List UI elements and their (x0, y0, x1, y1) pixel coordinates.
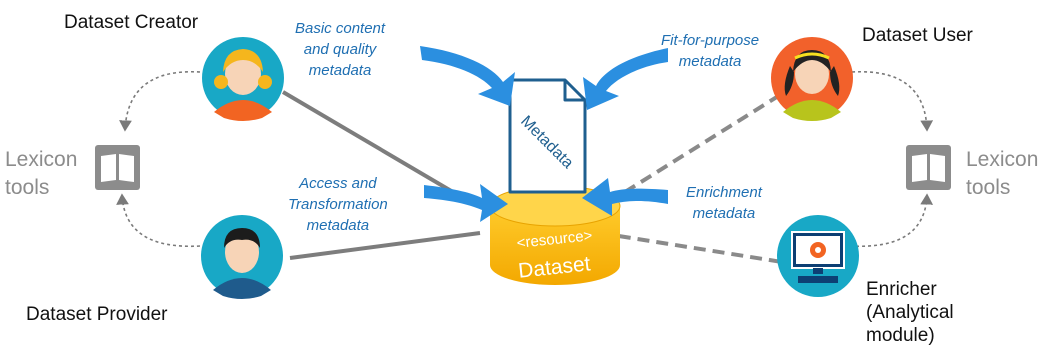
lexicon-link-provider-left (116, 193, 201, 248)
access-metadata-label: Access and Transformation metadata (288, 173, 388, 236)
lexicon-right-line1: Lexicon (966, 148, 1039, 171)
lexicon-tools-left-label: Lexicon tools (5, 146, 77, 202)
lexicon-link-creator-left (119, 70, 201, 132)
enricher-computer-icon (777, 215, 859, 297)
basic-metadata-line1: Basic content (295, 20, 386, 37)
enricher-label-line1: Enricher (866, 279, 937, 300)
user-connector (623, 93, 782, 194)
provider-avatar (201, 215, 283, 299)
lexicon-book-icon (95, 145, 140, 190)
enrichment-metadata-label: Enrichment metadata (686, 182, 762, 224)
access-metadata-line1: Access and (299, 175, 377, 192)
basic-metadata-line2: and quality (303, 41, 377, 58)
arrow-enrichment-metadata (582, 178, 668, 216)
metadata-document-icon (508, 78, 587, 194)
enricher-label-line3: module) (866, 325, 935, 346)
arrow-fit-metadata (583, 48, 668, 110)
connector-lines (281, 90, 783, 264)
access-metadata-line3: metadata (306, 217, 370, 234)
arrow-basic-metadata (420, 46, 515, 106)
enricher-connector (599, 231, 783, 264)
fit-metadata-line2: metadata (678, 53, 742, 70)
lexicon-left-line2: tools (5, 176, 50, 199)
enricher-label: Enricher (Analytical module) (866, 278, 954, 347)
lexicon-right-line2: tools (966, 176, 1011, 199)
creator-connector (281, 90, 472, 204)
user-avatar (771, 37, 853, 121)
fit-metadata-line1: Fit-for-purpose (661, 32, 760, 49)
dataset-creator-label: Dataset Creator (64, 12, 199, 33)
provider-connector (289, 231, 481, 260)
lexicon-link-enricher-right (849, 193, 934, 248)
enricher-label-line2: (Analytical (866, 302, 954, 323)
lexicon-links (116, 70, 934, 248)
metadata-arrows (420, 46, 668, 222)
access-metadata-line2: Transformation (288, 196, 388, 213)
dataset-user-label: Dataset User (862, 25, 973, 46)
fit-metadata-label: Fit-for-purpose metadata (661, 30, 759, 72)
basic-metadata-line3: metadata (308, 62, 372, 79)
enrichment-metadata-line1: Enrichment (686, 184, 762, 201)
arrow-access-metadata (424, 184, 508, 222)
dataset-provider-label: Dataset Provider (26, 304, 168, 325)
enrichment-metadata-line2: metadata (692, 205, 756, 222)
creator-avatar (202, 37, 284, 121)
lexicon-book-icon-right (906, 145, 951, 190)
lexicon-left-line1: Lexicon (5, 148, 78, 171)
basic-metadata-label: Basic content and quality metadata (295, 18, 385, 81)
lexicon-link-user-right (851, 70, 934, 132)
lexicon-tools-right-label: Lexicon tools (966, 146, 1038, 202)
